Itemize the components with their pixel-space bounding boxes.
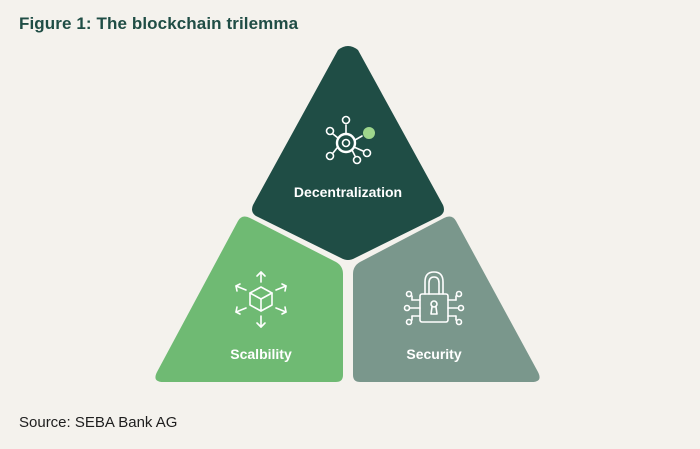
circuit-lock-icon xyxy=(403,271,465,326)
network-node-accent-dot xyxy=(363,127,375,139)
decentralization-label: Decentralization xyxy=(294,184,402,200)
figure-title: Figure 1: The blockchain trilemma xyxy=(19,14,299,33)
security-label: Security xyxy=(406,346,461,362)
security-segment xyxy=(353,216,540,382)
cube-expand-icon xyxy=(235,271,287,328)
network-node-icon xyxy=(325,115,372,165)
source-note: Source: SEBA Bank AG xyxy=(19,414,178,431)
scalability-label: Scalbility xyxy=(230,346,292,362)
